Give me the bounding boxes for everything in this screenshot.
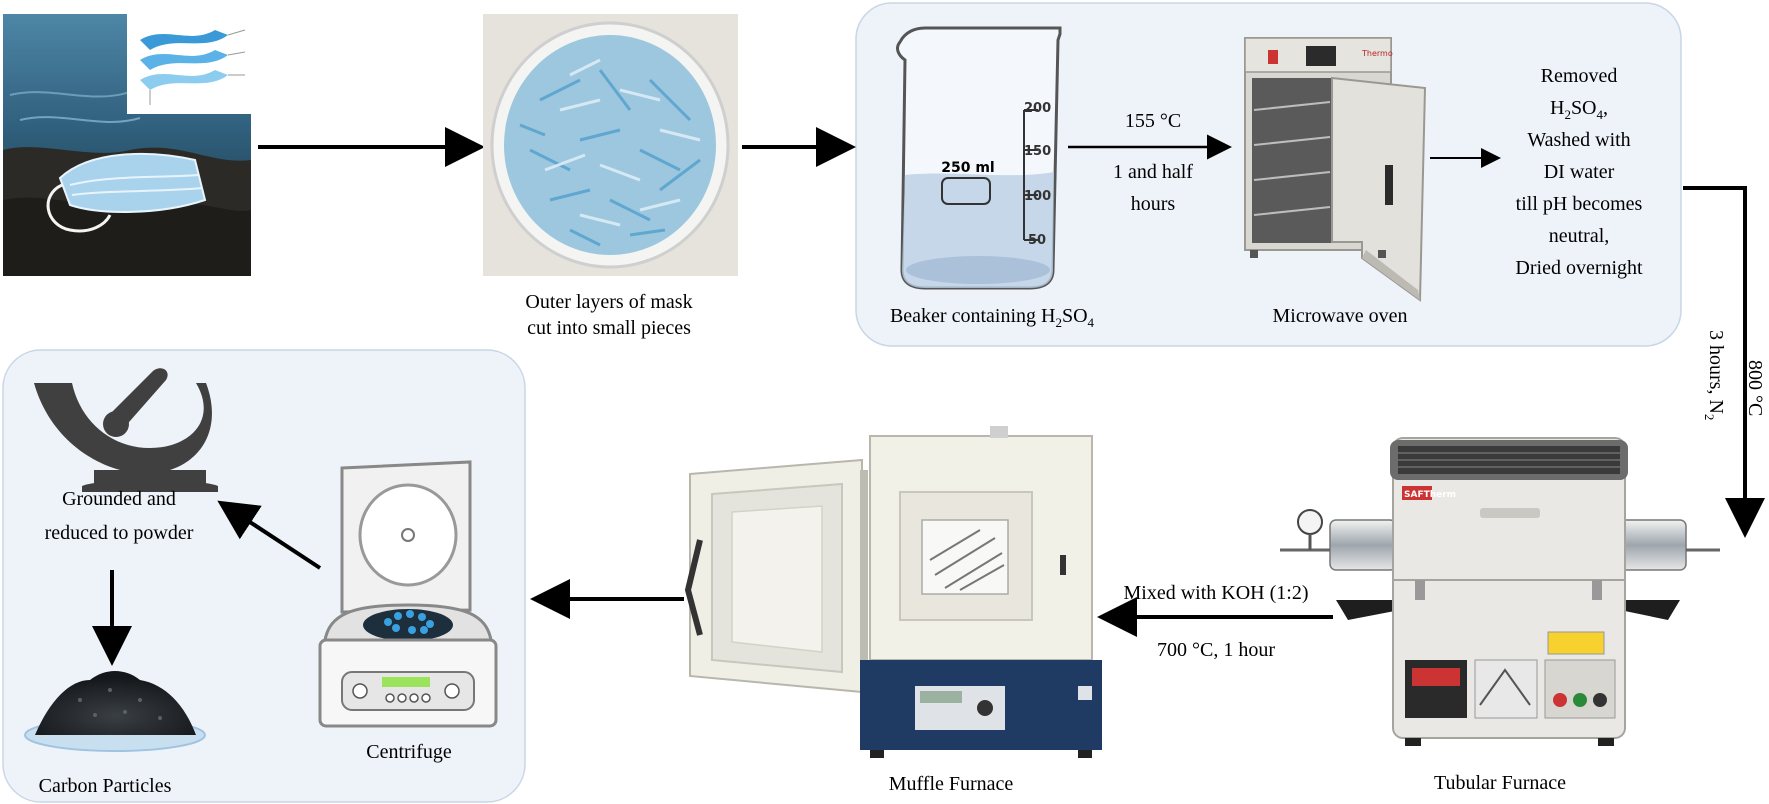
svg-text:H2SO4,: H2SO4, <box>1550 97 1608 122</box>
svg-text:DI water: DI water <box>1544 161 1615 183</box>
mask-pieces-label-line1: Outer layers of mask <box>525 291 692 313</box>
beaker-icon: 250 ml 200 150 100 50 <box>896 26 1062 290</box>
svg-text:100: 100 <box>1024 189 1051 204</box>
svg-text:Thermo: Thermo <box>1361 49 1393 58</box>
tubular-furnace-label: Tubular Furnace <box>1434 772 1566 794</box>
carbonization-temperature: 800 °C <box>1744 360 1766 416</box>
surgical-mask-icon <box>58 152 207 213</box>
svg-text:Removed: Removed <box>1541 65 1618 87</box>
svg-text:50: 50 <box>1028 233 1046 248</box>
svg-text:neutral,: neutral, <box>1549 225 1610 247</box>
arrow-wash-to-tubular-furnace <box>1683 186 1765 538</box>
arrow-centrifuge-to-grinding <box>217 500 322 570</box>
post-treatment-steps: Removed H2SO4, Washed with DI water till… <box>1515 65 1643 279</box>
centrifuge-label: Centrifuge <box>366 741 452 763</box>
grinding-label-line2: reduced to powder <box>45 522 194 544</box>
muffle-furnace-icon <box>684 426 1102 758</box>
centrifuge-icon <box>318 460 498 728</box>
mortar-pestle-icon <box>34 368 218 492</box>
svg-text:250 ml: 250 ml <box>941 160 994 176</box>
microwave-label: Microwave oven <box>1273 305 1408 327</box>
beaker-label: Beaker containing H2SO4 <box>890 305 1095 330</box>
discarded-mask-photo <box>3 14 251 276</box>
muffle-furnace-label: Muffle Furnace <box>889 773 1014 795</box>
carbonization-time-atmosphere: 3 hours, N2 <box>1702 330 1727 420</box>
beaker-volume-label <box>941 177 991 205</box>
microwave-time-line1: 1 and half <box>1113 161 1193 183</box>
svg-text:Dried overnight: Dried overnight <box>1515 257 1643 279</box>
svg-text:Washed with: Washed with <box>1527 129 1630 151</box>
activation-conditions: 700 °C, 1 hour <box>1157 639 1275 661</box>
microwave-time-line2: hours <box>1131 193 1176 215</box>
svg-text:150: 150 <box>1024 144 1051 159</box>
svg-text:200: 200 <box>1024 101 1051 116</box>
tubular-furnace-icon: SAFTherm <box>1280 437 1720 746</box>
carbon-particles-label: Carbon Particles <box>39 775 172 797</box>
activation-agent: Mixed with KOH (1:2) <box>1124 582 1309 604</box>
microwave-temperature: 155 °C <box>1125 110 1181 132</box>
grinding-label-line1: Grounded and <box>62 488 176 510</box>
mask-pieces-dish <box>483 14 738 276</box>
mask-layers-inset <box>127 14 251 114</box>
svg-text:till pH becomes: till pH becomes <box>1516 193 1643 215</box>
microwave-oven-icon: Thermo <box>1244 37 1427 302</box>
pressure-gauge-icon <box>1297 509 1323 535</box>
mask-pieces-label-line2: cut into small pieces <box>527 317 691 339</box>
carbon-particles-icon <box>24 671 206 752</box>
svg-text:SAFTherm: SAFTherm <box>1404 490 1456 500</box>
